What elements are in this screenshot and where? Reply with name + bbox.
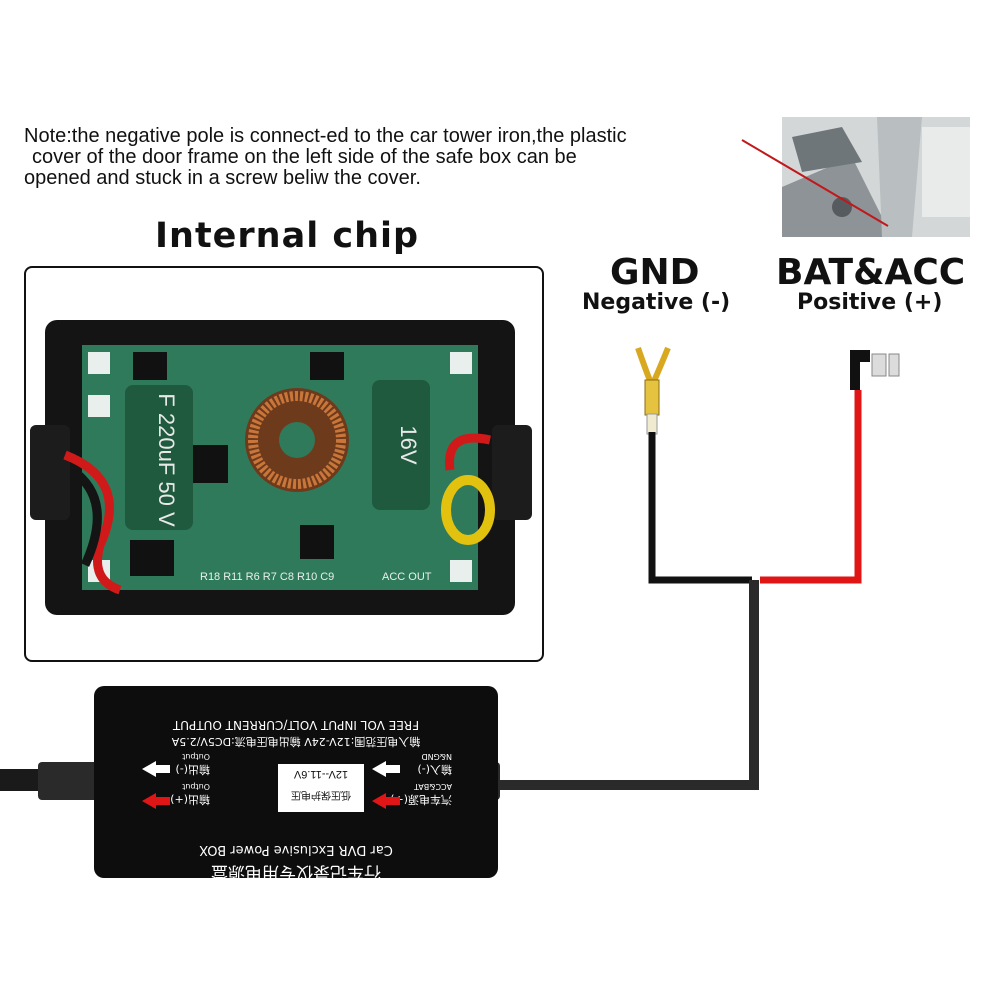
box-right-label-2: 输出(+) bbox=[170, 793, 210, 807]
combined-cable bbox=[500, 580, 759, 790]
bat-acc-title: BAT&ACC bbox=[776, 252, 966, 293]
box-right-label-2b: Output bbox=[182, 782, 210, 791]
acc-out-label: ACC OUT bbox=[382, 571, 432, 583]
box-bottom-english: Car DVR Exclusive Power BOX bbox=[199, 842, 393, 857]
gnd-title: GND bbox=[610, 252, 700, 293]
fuse-tap-icon bbox=[850, 350, 870, 390]
right-input-arrow-icon bbox=[372, 761, 400, 777]
left-output-positive-arrow-icon bbox=[142, 793, 170, 809]
internal-chip-title: Internal chip bbox=[155, 216, 420, 256]
box-voltage-label: 12V--11.6V bbox=[293, 768, 348, 780]
capacitor2-label: 16V bbox=[396, 425, 421, 464]
left-output-arrow-icon bbox=[142, 761, 170, 777]
box-left-label-1b: N&GND bbox=[421, 752, 452, 761]
positive-wire bbox=[760, 390, 862, 584]
box-left-label-1: 输入(-) bbox=[417, 763, 452, 777]
note-line-2: cover of the door frame on the left side… bbox=[32, 146, 577, 168]
installation-note: Note:the negative pole is connect-ed to … bbox=[24, 126, 764, 189]
chip-housing: F 220uF 50 V 16V R18 R11 R6 R7 C8 R10 C9… bbox=[30, 320, 532, 615]
box-bottom-chinese: 行车记录仪专用电源盒 bbox=[211, 862, 381, 882]
box-voltage-sub: 低压保护电压 bbox=[291, 789, 351, 802]
box-right-label-1: 输出(-) bbox=[175, 763, 210, 777]
box-top-line-2: 输入电压范围:12V-24V 输出电压电流:DC5V/2.5A bbox=[171, 735, 420, 749]
ring-terminal-icon bbox=[635, 346, 671, 391]
note-line-1: Note:the negative pole is connect-ed to … bbox=[24, 125, 627, 147]
photo-pointer-line bbox=[741, 139, 889, 227]
pcb-component-labels: R18 R11 R6 R7 C8 R10 C9 bbox=[200, 571, 334, 583]
negative-wire bbox=[648, 432, 752, 584]
capacitor-label: F 220uF 50 V bbox=[154, 393, 179, 527]
right-input-positive-arrow-icon bbox=[372, 793, 400, 809]
box-top-line-1: FREE VOL INPUT VOLT/CURRENT OUTPUT bbox=[172, 718, 419, 732]
box-right-label-1b: Output bbox=[182, 752, 210, 761]
box-left-label-2b: ACC&BAT bbox=[414, 782, 452, 791]
gnd-subtitle: Negative (-) bbox=[582, 290, 731, 315]
bat-acc-subtitle: Positive (+) bbox=[797, 290, 943, 315]
box-left-label-2: 汽车电源(+) bbox=[390, 793, 452, 807]
power-box: FREE VOL INPUT VOLT/CURRENT OUTPUT 输入电压范… bbox=[94, 686, 498, 882]
note-line-3: opened and stuck in a screw beliw the co… bbox=[24, 167, 421, 189]
